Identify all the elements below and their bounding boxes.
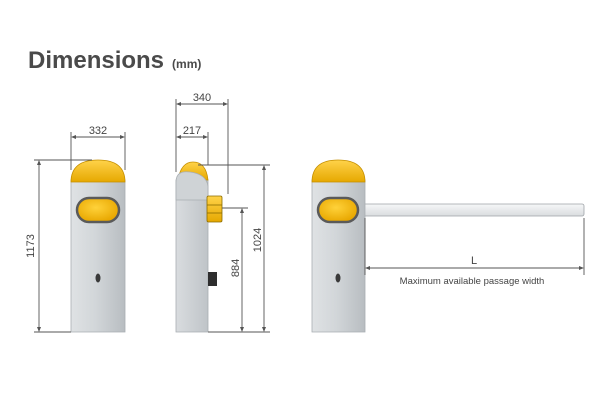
page-title: Dimensions (mm) [28, 47, 201, 74]
dim-label-884: 884 [230, 259, 242, 277]
front-view: 332 1173 [25, 125, 126, 333]
arrow-1173-bottom [37, 327, 41, 332]
dim-label-L: L [471, 255, 477, 267]
passage-width-caption: Maximum available passage width [400, 276, 545, 287]
arm-cap [311, 159, 366, 183]
arrow-884-bottom [240, 327, 244, 332]
arm-keyhole-icon [335, 273, 341, 283]
dim-label-1173: 1173 [25, 234, 37, 258]
arrow-L-left [365, 266, 370, 270]
dim-label-217: 217 [183, 125, 201, 137]
dim-label-332: 332 [89, 125, 107, 137]
arrow-340-right [223, 102, 228, 106]
dim-label-340: 340 [193, 92, 211, 104]
dim-label-1024: 1024 [252, 228, 264, 252]
side-housing [175, 179, 209, 333]
arrow-1173-top [37, 160, 41, 165]
title-main: Dimensions [28, 47, 164, 74]
arrow-340-left [176, 102, 181, 106]
title-unit: (mm) [172, 57, 201, 71]
arrow-884-top [240, 208, 244, 213]
arrow-217-right [203, 135, 208, 139]
side-lock-icon [208, 272, 217, 286]
arrow-332-right [120, 135, 125, 139]
side-view: 340 217 1024 884 [175, 92, 270, 333]
arrow-332-left [71, 135, 76, 139]
arrow-L-right [579, 266, 584, 270]
arrow-217-left [176, 135, 181, 139]
boom-arm [349, 203, 585, 217]
side-lamp-icon [206, 195, 223, 223]
arm-lamp-icon [316, 196, 360, 224]
front-cap [70, 159, 126, 183]
front-keyhole-icon [95, 273, 101, 283]
side-top-shell [175, 171, 209, 201]
arrow-1024-top [262, 165, 266, 170]
front-lamp-icon [75, 196, 121, 224]
arm-view: L Maximum available passage width [311, 159, 585, 333]
arrow-1024-bottom [262, 327, 266, 332]
